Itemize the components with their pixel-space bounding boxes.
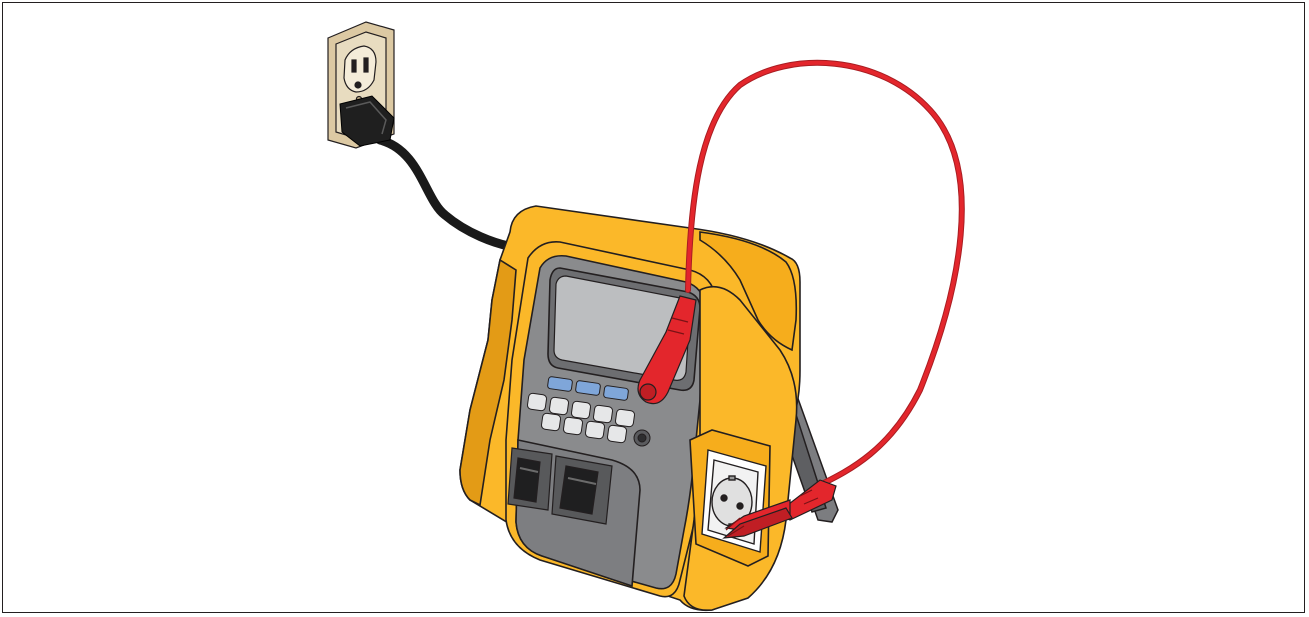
power-cord	[380, 140, 520, 248]
